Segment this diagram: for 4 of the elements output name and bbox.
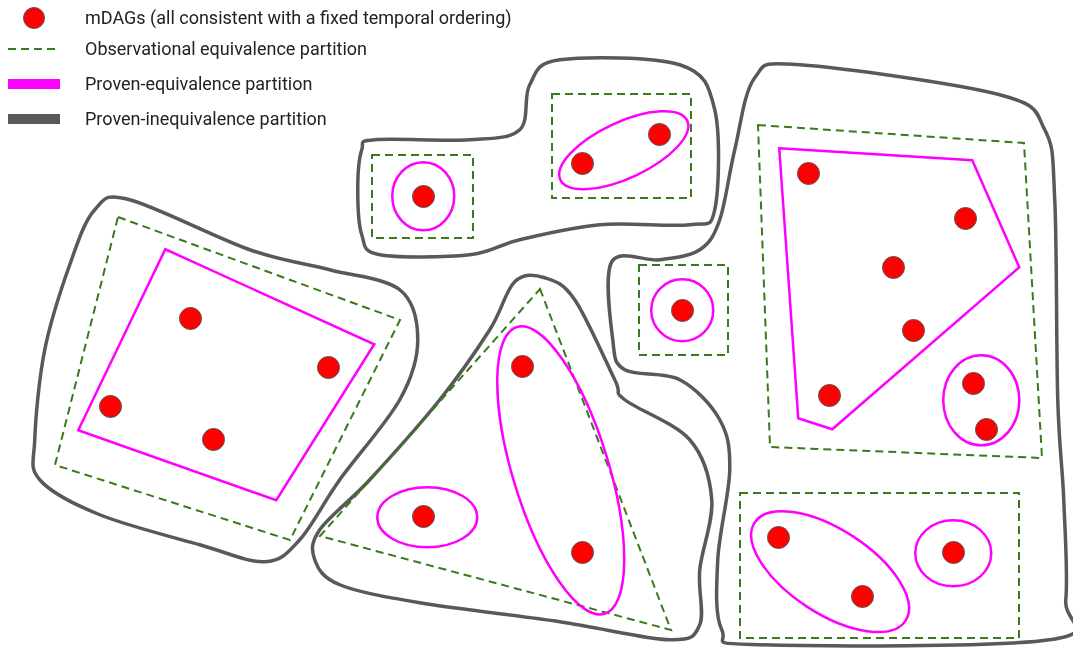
legend-label: mDAGs (all consistent with a fixed temporal ordering) <box>85 7 512 29</box>
legend-label: Observational equivalence partition <box>85 38 367 60</box>
legend-label: Proven-inequivalence partition <box>85 108 327 130</box>
legend-label: Proven-equivalence partition <box>85 73 313 95</box>
